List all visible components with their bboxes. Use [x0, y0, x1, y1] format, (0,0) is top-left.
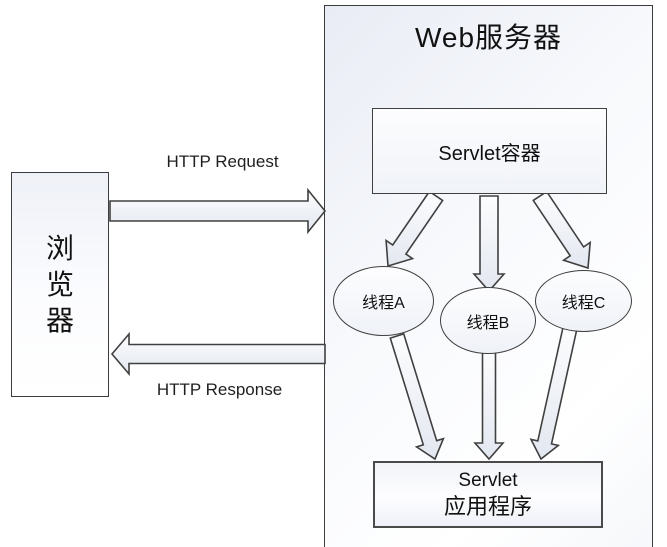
thread-b-label: 线程B	[466, 314, 510, 332]
browser-char-2: 览	[45, 268, 74, 300]
http-response-arrow	[110, 331, 326, 377]
http-response-label: HTTP Response	[156, 380, 283, 399]
servlet-container-box: Servlet容器	[372, 108, 607, 194]
thread-c-ellipse: 线程C	[535, 270, 632, 332]
servlet-container-label: Servlet容器	[438, 142, 541, 165]
http-request-label: HTTP Request	[166, 152, 279, 171]
servlet-app-line2: 应用程序	[443, 494, 532, 519]
browser-label: 浏 览 器	[46, 231, 74, 339]
thread-a-ellipse: 线程A	[333, 266, 434, 336]
browser-box: 浏 览 器	[11, 172, 109, 397]
browser-char-3: 器	[45, 304, 74, 336]
browser-char-1: 浏	[45, 232, 74, 264]
servlet-app-line1: Servlet	[458, 470, 518, 491]
thread-b-ellipse: 线程B	[440, 287, 536, 354]
thread-a-label: 线程A	[362, 295, 405, 312]
http-request-arrow	[109, 187, 327, 235]
servlet-app-box: Servlet 应用程序	[373, 461, 603, 528]
thread-c-label: 线程C	[561, 295, 606, 312]
web-server-title: Web服务器	[414, 22, 563, 53]
